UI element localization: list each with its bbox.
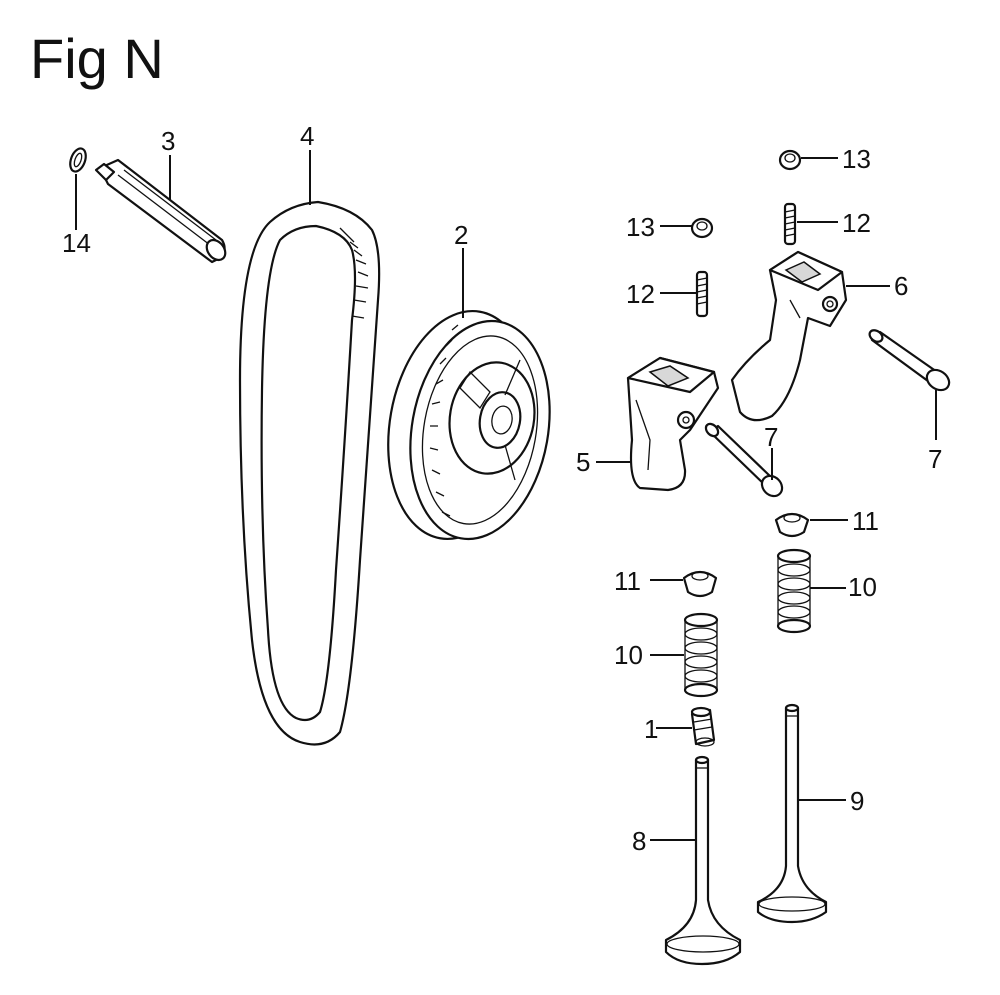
callout-4: 4 <box>300 121 314 151</box>
callout-11b: 11 <box>614 566 641 596</box>
callout-6: 6 <box>894 271 908 301</box>
rocker-pin-right-part <box>868 329 951 392</box>
callout-9: 9 <box>850 786 864 816</box>
intake-valve-part <box>664 755 742 966</box>
adjusting-screw-left-part <box>695 270 709 318</box>
callout-2: 2 <box>454 220 468 250</box>
callout-10a: 10 <box>848 572 877 602</box>
rocker-arm-right-part <box>730 250 848 422</box>
timing-belt-part <box>238 200 381 746</box>
o-ring-part <box>69 147 87 173</box>
spring-retainer-right-part <box>774 512 810 538</box>
callout-13a: 13 <box>842 144 871 174</box>
spring-retainer-left-part <box>682 570 718 598</box>
valve-spring-right-part <box>776 548 812 634</box>
callout-3: 3 <box>161 126 175 156</box>
callout-14: 14 <box>62 228 91 258</box>
callout-10b: 10 <box>614 640 643 670</box>
camshaft-pulley-part <box>387 309 551 541</box>
callout-7b: 7 <box>928 444 942 474</box>
callout-12b: 12 <box>626 279 655 309</box>
valve-spring-left-part <box>683 612 719 698</box>
callout-12a: 12 <box>842 208 871 238</box>
callout-5: 5 <box>576 447 590 477</box>
lock-nut-left-part <box>690 217 714 239</box>
callout-11a: 11 <box>852 506 879 536</box>
callout-7a: 7 <box>764 422 778 452</box>
callout-8: 8 <box>632 826 646 856</box>
exhaust-valve-part <box>756 703 828 924</box>
rocker-pin-left-part <box>704 422 784 498</box>
figure-title: Fig N <box>30 27 164 90</box>
lock-nut-right-part <box>778 149 802 171</box>
callout-1: 1 <box>644 714 658 744</box>
tappet-part <box>690 706 716 747</box>
shaft-part <box>94 158 227 264</box>
callout-13b: 13 <box>626 212 655 242</box>
adjusting-screw-right-part <box>783 202 797 246</box>
rocker-arm-left-part <box>626 356 720 492</box>
